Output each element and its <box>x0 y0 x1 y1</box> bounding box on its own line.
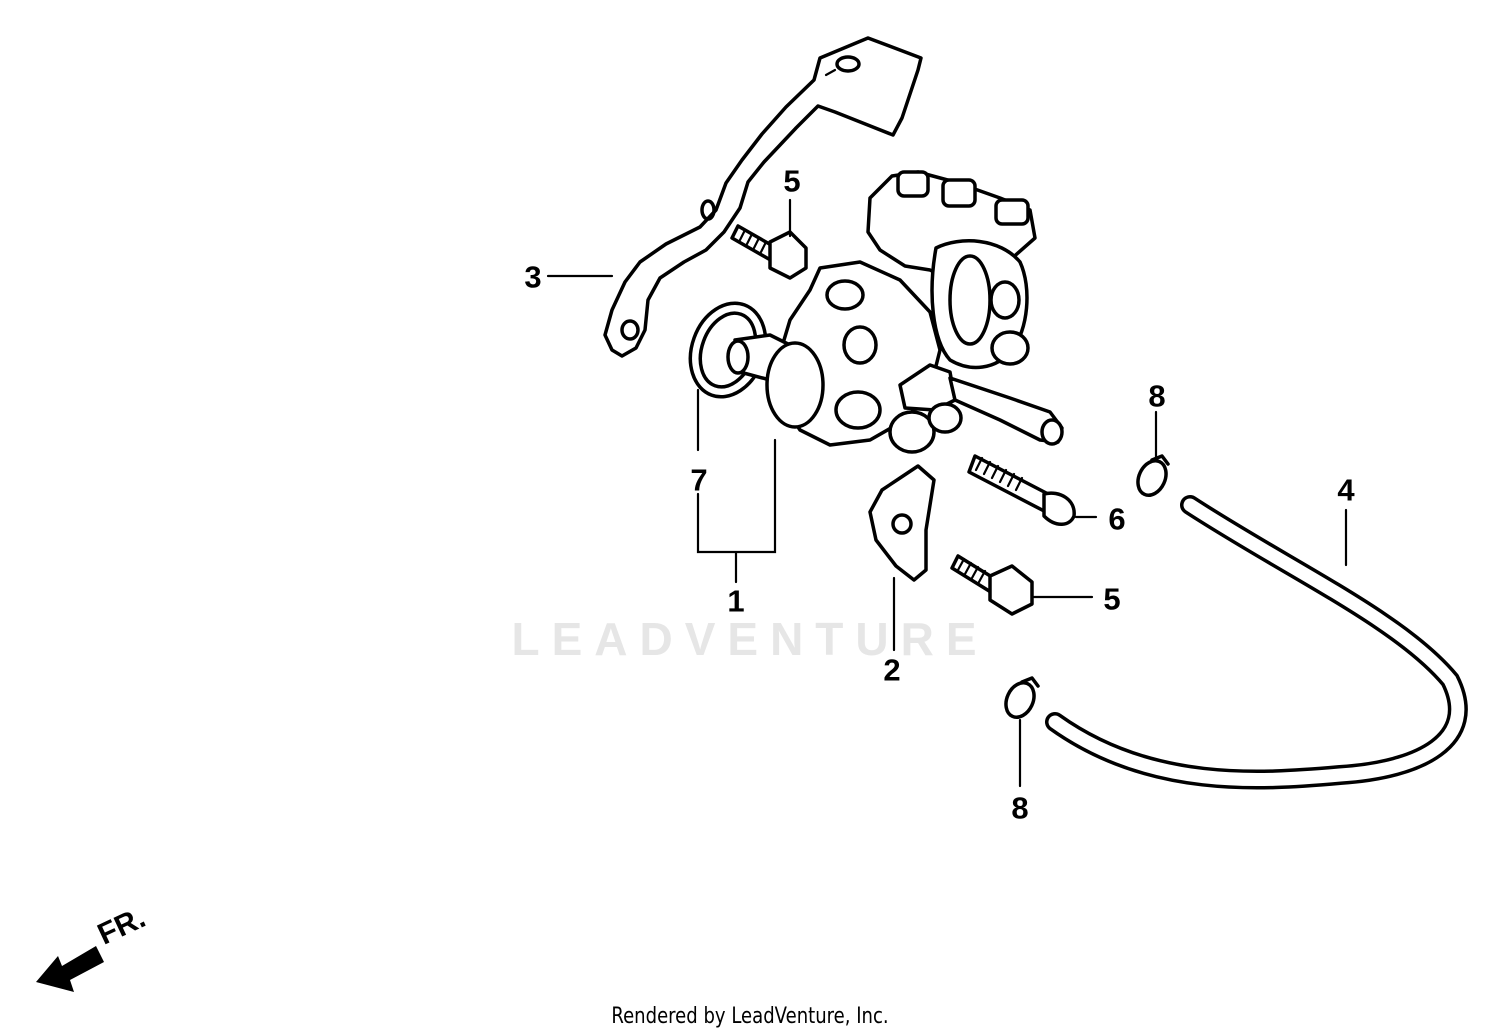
bolt-part-5-upper[interactable] <box>730 224 808 280</box>
callout-8-lower: 8 <box>1011 790 1029 826</box>
clip-part-8-upper[interactable] <box>1133 454 1172 500</box>
tube-part-4[interactable] <box>1045 495 1468 790</box>
callout-1: 1 <box>727 583 745 619</box>
bolt-part-5-lower[interactable] <box>950 554 1034 616</box>
callout-4: 4 <box>1337 472 1355 508</box>
callout-2: 2 <box>883 652 901 688</box>
fuel-pump-part-1[interactable] <box>726 170 1064 454</box>
bracket-part-3[interactable] <box>603 36 923 358</box>
callout-5-lower: 5 <box>1103 581 1121 617</box>
front-direction-arrow-icon <box>36 946 104 992</box>
screw-part-6[interactable] <box>967 454 1076 526</box>
callout-8-upper: 8 <box>1148 378 1166 414</box>
footer-credit: Rendered by LeadVenture, Inc. <box>611 1004 889 1029</box>
watermark-text: LEADVENTURE <box>511 613 989 665</box>
callout-5-upper: 5 <box>783 163 801 199</box>
callout-6: 6 <box>1108 501 1126 537</box>
callout-3: 3 <box>524 259 542 295</box>
leader-lines <box>546 198 1348 788</box>
plate-part-2[interactable] <box>868 464 936 582</box>
clip-part-8-lower[interactable] <box>1001 676 1040 722</box>
callout-7: 7 <box>690 462 708 498</box>
